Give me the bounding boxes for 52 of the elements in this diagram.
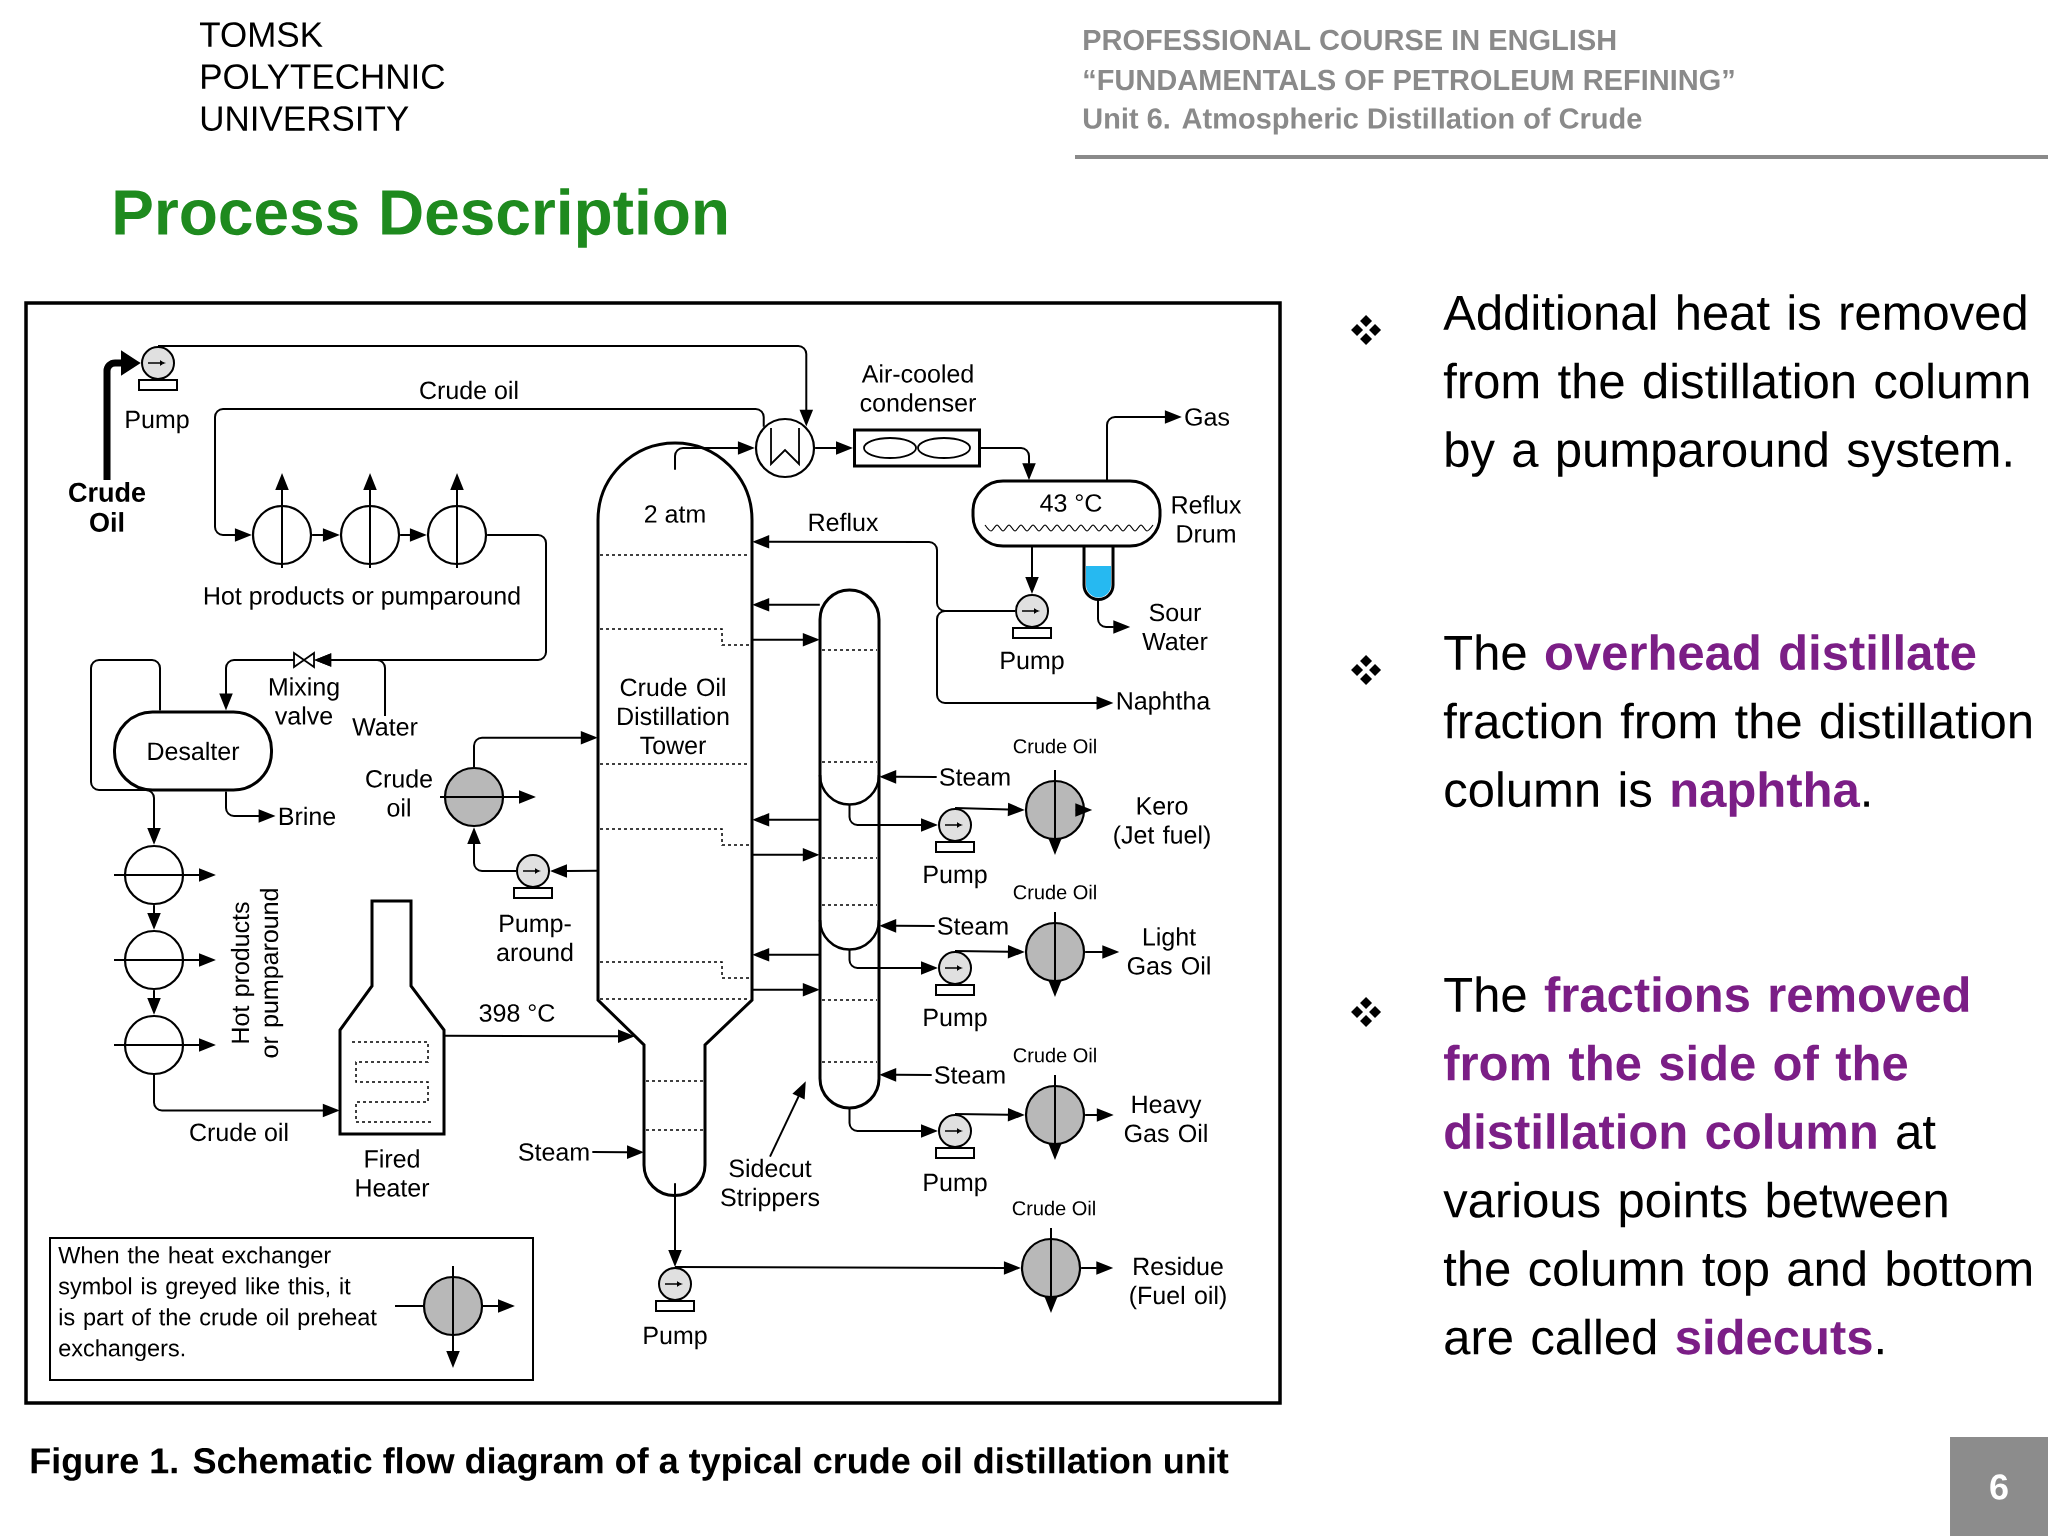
header-text: Unit 6. Atmospheric Distillation of Crude <box>1083 107 1642 135</box>
page-number: 6 <box>1950 1437 2048 1536</box>
stream-label: Steam <box>519 1143 589 1161</box>
header-text: “FUNDAMENTALS OF PETROLEUM REFINING” <box>1084 69 1734 91</box>
reflux-drum: 43 °C <box>971 479 1162 601</box>
equipment-label: Air-cooled condenser <box>860 364 976 412</box>
equipment-label: Pump <box>924 865 987 889</box>
equipment-label: Crude Oil <box>1012 1200 1095 1216</box>
stream-label: Steam <box>938 917 1008 935</box>
stream-label: Residue (Fuel oil) <box>1130 1256 1226 1310</box>
callout-label: Sidecut Strippers <box>721 1158 820 1212</box>
heat-exchanger-symbol <box>754 417 816 479</box>
equipment-label: Pump <box>924 1008 987 1032</box>
desalter-vessel: Desalter <box>113 710 273 792</box>
figure-caption: Figure 1. Schematic flow diagram of a typical crude oil distillation unit <box>31 1447 1229 1481</box>
equipment-label: Pump <box>924 1173 987 1197</box>
slide-title: Process Description <box>115 188 727 248</box>
stream-label: Crude Oil <box>69 482 146 532</box>
stream-label: Steam <box>940 768 1010 786</box>
stream-label: Heavy Gas Oil <box>1124 1095 1207 1143</box>
equipment-label: Fired Heater <box>356 1149 430 1197</box>
equipment-label: Pump <box>644 1326 707 1350</box>
stream-label: Sour Water <box>1142 603 1208 651</box>
stream-label: Light Gas Oil <box>1127 927 1210 975</box>
stream-label: Naphtha <box>1117 691 1211 715</box>
equipment-label: Reflux Drum <box>1172 495 1242 543</box>
bullet-text: The overhead distillate fraction from the distillation column is naphtha. <box>1443 634 2031 817</box>
stream-label: Steam <box>935 1066 1005 1084</box>
edge-label: Crude oil <box>188 1121 291 1143</box>
stream-label: Water <box>352 718 418 736</box>
stream-note: Hot products or pumparound <box>204 586 520 610</box>
edge-label: Reflux <box>806 511 880 533</box>
equipment-label: Pump <box>126 410 189 434</box>
edge-label: 398 °C <box>477 1003 557 1023</box>
legend-box: When the heat exchanger symbol is greyed like this, it is part of the crude oil preheat exchangers. <box>49 1237 534 1381</box>
bullet-text: The fractions removed from the side of the distillation column at various points between the column top and bottom are called sidecuts. <box>1443 976 2031 1355</box>
equipment-label: Crude Oil <box>1013 884 1096 900</box>
equipment-label: Crude oil <box>366 769 432 817</box>
equipment-label: Crude Oil <box>1013 1047 1096 1063</box>
stream-label: Kero (Jet fuel) <box>1114 797 1210 849</box>
edge-label: Crude oil <box>418 379 521 401</box>
flow-arrow <box>214 408 765 542</box>
bullet-text: Additional heat is removed from the distillation column by a pumparound system. <box>1443 294 2029 477</box>
equipment-label: Crude Oil <box>1013 738 1096 754</box>
equipment-label: Pump-around <box>497 914 573 962</box>
stripper-column <box>818 588 881 1110</box>
stream-note: Hot products or pumparound <box>230 889 284 1058</box>
university-name: TOMSK POLYTECHNIC UNIVERSITY <box>200 22 445 131</box>
stream-label: Brine <box>279 806 336 826</box>
stream-label: Gas <box>1185 408 1230 426</box>
equipment-label: Pump <box>1001 651 1064 675</box>
header-text: PROFESSIONAL COURSE IN ENGLISH <box>1084 29 1616 51</box>
